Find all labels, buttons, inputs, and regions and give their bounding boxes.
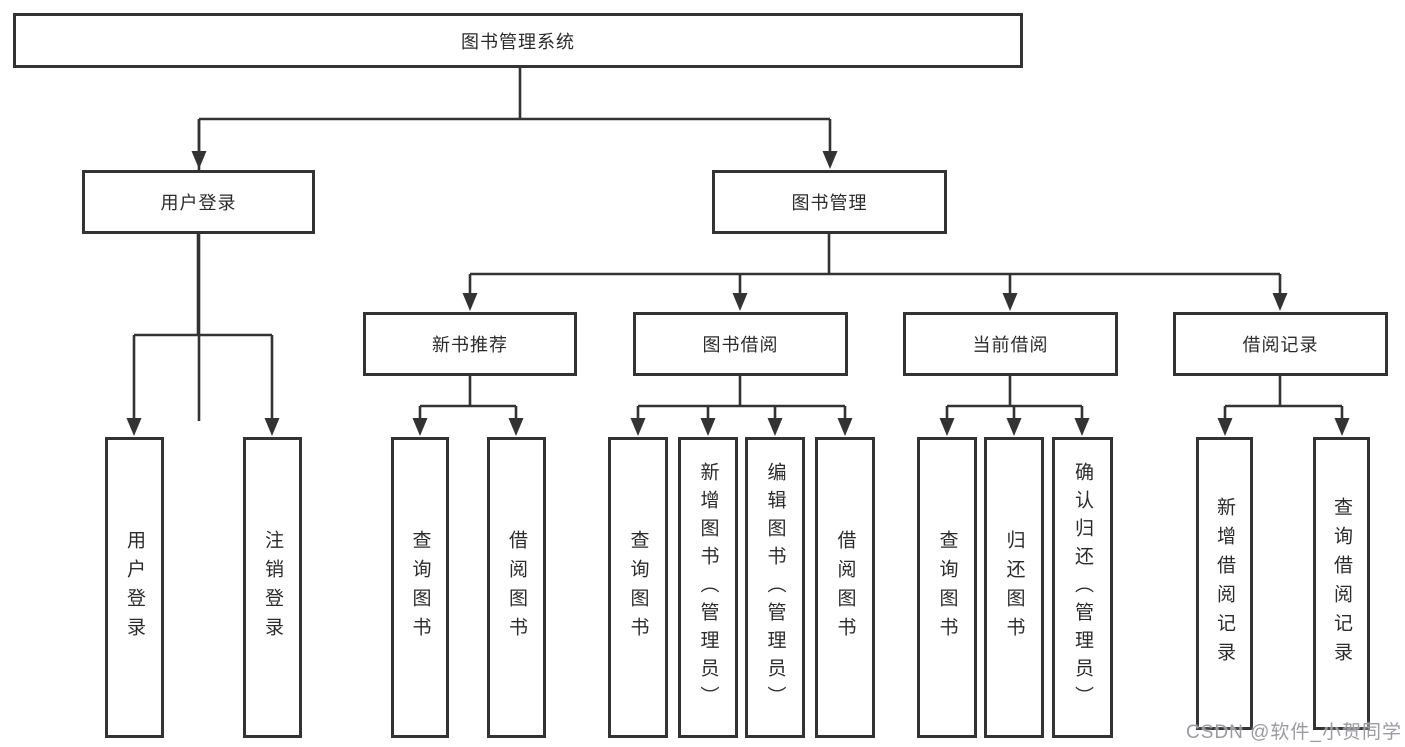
node-user-login: 用户登录	[82, 170, 315, 234]
node-borrow-records: 借阅记录	[1173, 312, 1388, 376]
leaf-query-book-borrow: 查询图书	[608, 437, 668, 738]
node-book-management: 图书管理	[712, 170, 947, 234]
leaf-borrow-book-recommend: 借阅图书	[487, 437, 546, 738]
watermark-text: CSDN @软件_小贺同学	[1186, 722, 1402, 743]
node-library-management-system: 图书管理系统	[13, 13, 1023, 68]
connector-borrow-records-branch	[1217, 376, 1350, 436]
connector-book-borrow-branch	[630, 376, 853, 436]
leaf-edit-book-admin: 编辑图书（管理员）	[745, 437, 805, 738]
leaf-user-login: 用户登录	[105, 437, 164, 738]
leaf-query-borrow-record: 查询借阅记录	[1313, 437, 1370, 730]
node-book-borrow: 图书借阅	[633, 312, 848, 376]
leaf-add-borrow-record: 新增借阅记录	[1196, 437, 1253, 730]
leaf-logout: 注销登录	[243, 437, 302, 738]
connector-current-borrow-branch	[939, 376, 1090, 436]
connector-book-management-branch	[462, 234, 1288, 311]
connector-user-login-branch	[126, 234, 280, 436]
leaf-add-book-admin: 新增图书（管理员）	[678, 437, 738, 738]
leaf-confirm-return-admin: 确认归还（管理员）	[1052, 437, 1113, 738]
node-new-book-recommend: 新书推荐	[363, 312, 577, 376]
leaf-borrow-book: 借阅图书	[815, 437, 875, 738]
leaf-return-book: 归还图书	[984, 437, 1044, 738]
connector-root-to-level2	[191, 67, 838, 421]
node-current-borrow: 当前借阅	[903, 312, 1118, 376]
leaf-query-book-current: 查询图书	[917, 437, 977, 738]
leaf-query-book-recommend: 查询图书	[391, 437, 449, 738]
connector-new-book-branch	[412, 376, 524, 436]
